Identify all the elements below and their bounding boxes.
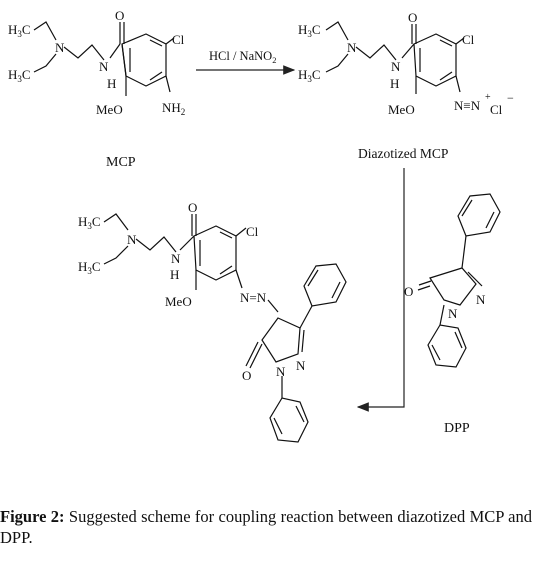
reagent-label: HCl / NaNO2 <box>209 49 276 65</box>
product-h3c-bottom: H3C <box>78 259 101 276</box>
dpp-label: DPP <box>444 421 470 436</box>
dmcp-amide-nh: N <box>391 59 401 74</box>
reaction-scheme: H3C H3C N N H O Cl MeO NH2 MCP HCl / NaN… <box>8 8 514 443</box>
dmcp-meo: MeO <box>388 102 415 117</box>
mcp-h3c-top: H3C <box>8 22 31 39</box>
product-ring-n1: N <box>296 358 306 373</box>
mcp-cl: Cl <box>172 32 185 47</box>
diazotized-mcp-structure: H3C H3C N N H O Cl MeO N≡N + Cl − <box>298 10 514 117</box>
dmcp-amine-n: N <box>347 40 357 55</box>
dpp-carbonyl-o: O <box>404 284 413 299</box>
dmcp-chloride: Cl <box>490 102 503 117</box>
product-amide-nh: N <box>171 251 181 266</box>
mcp-label: MCP <box>106 155 136 170</box>
mcp-structure: H3C H3C N N H O Cl MeO NH2 <box>8 8 185 117</box>
mcp-amide-nh: N <box>99 59 109 74</box>
mcp-nh2: NH2 <box>162 100 185 117</box>
product-amine-n: N <box>127 232 137 247</box>
dmcp-h3c-bottom: H3C <box>298 67 321 84</box>
product-h3c-top: H3C <box>78 214 101 231</box>
dmcp-carbonyl-o: O <box>408 10 417 25</box>
dpp-n1: N <box>476 292 486 307</box>
coupling-arrow <box>356 168 405 412</box>
product-meo: MeO <box>165 294 192 309</box>
dmcp-h3c-top: H3C <box>298 22 321 39</box>
caption-label: Figure 2: <box>0 507 65 526</box>
dpp-n2: N <box>448 306 458 321</box>
product-azo: N=N <box>240 290 267 305</box>
product-amide-h: H <box>170 267 179 282</box>
dmcp-cl: Cl <box>462 32 475 47</box>
product-carbonyl-o: O <box>188 200 197 215</box>
dmcp-diazonium: N≡N <box>454 98 481 113</box>
diazotized-mcp-label: Diazotized MCP <box>358 146 448 161</box>
product-ring-n2: N <box>276 364 286 379</box>
product-structure: H3C H3C N N H O Cl MeO N=N O N N <box>78 200 347 443</box>
mcp-amine-n: N <box>55 40 65 55</box>
product-cl: Cl <box>246 224 259 239</box>
mcp-meo: MeO <box>96 102 123 117</box>
dmcp-minus: − <box>507 91 514 105</box>
dmcp-plus: + <box>485 92 491 103</box>
caption-text: Suggested scheme for coupling reaction b… <box>0 507 532 547</box>
product-carbonyl-o2: O <box>242 368 251 383</box>
dmcp-amide-h: H <box>390 76 399 91</box>
mcp-amide-h: H <box>107 76 116 91</box>
dpp-structure: O N N <box>404 193 501 368</box>
mcp-carbonyl-o: O <box>115 8 124 23</box>
figure-caption: Figure 2: Suggested scheme for coupling … <box>0 506 532 548</box>
mcp-h3c-bottom: H3C <box>8 67 31 84</box>
